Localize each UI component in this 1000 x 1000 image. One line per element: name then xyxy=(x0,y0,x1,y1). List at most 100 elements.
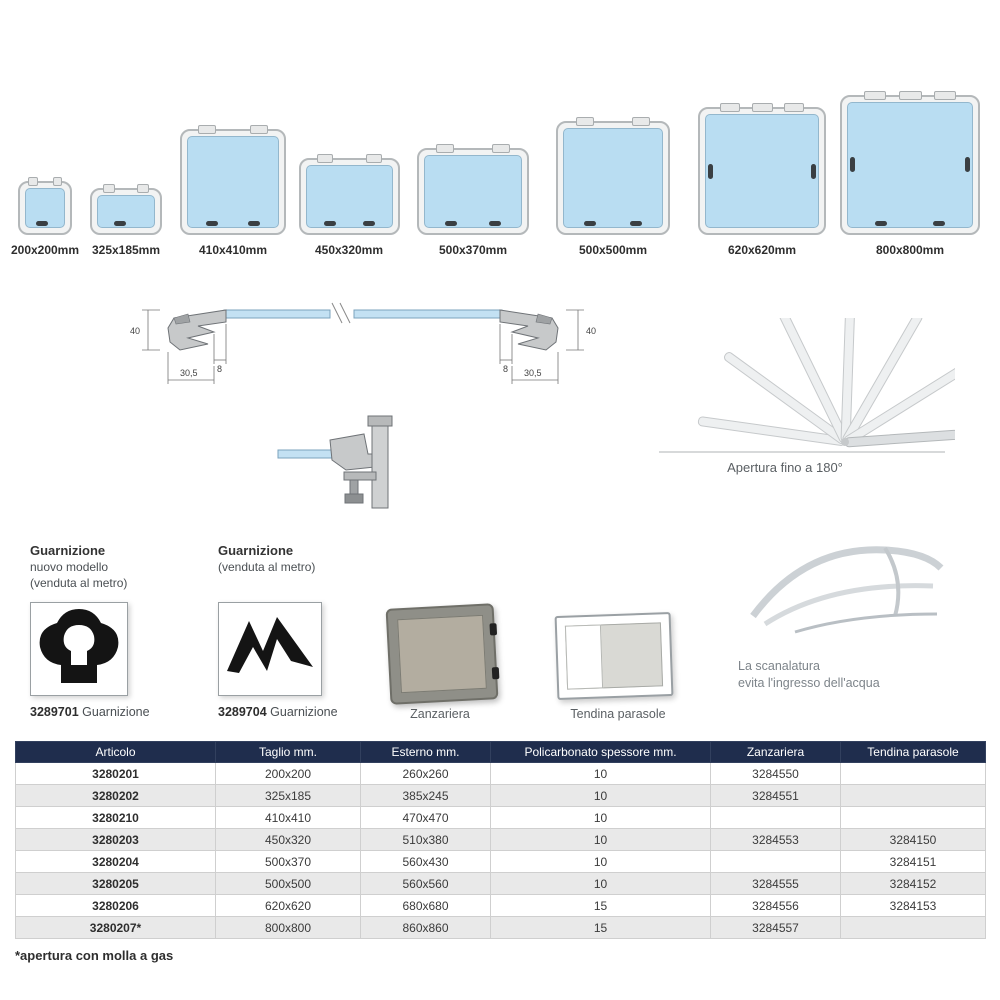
table-cell: 10 xyxy=(490,806,711,829)
column-header: Zanzariera xyxy=(710,741,841,763)
hatch-image-325x185 xyxy=(90,184,162,235)
table-cell: 10 xyxy=(490,850,711,873)
handle-icon xyxy=(36,221,48,226)
table-cell: 3284555 xyxy=(710,872,841,895)
groove-note-line1: La scanalatura xyxy=(738,659,821,673)
gasket-std-code: 3289704 xyxy=(218,705,267,719)
table-cell xyxy=(840,784,986,807)
table-cell: 800x800 xyxy=(215,916,361,939)
gasket-std-image xyxy=(218,602,322,696)
hatch-size-label: 410x410mm xyxy=(198,243,268,257)
handle-icon xyxy=(965,156,970,172)
table-cell: 3284151 xyxy=(840,850,986,873)
column-header: Articolo xyxy=(15,741,216,763)
table-cell xyxy=(710,850,841,873)
svg-text:40: 40 xyxy=(130,326,140,336)
hatch-glass xyxy=(424,155,522,228)
handle-icon xyxy=(850,156,855,172)
table-cell: 10 xyxy=(490,872,711,895)
svg-text:30,5: 30,5 xyxy=(524,368,542,378)
gasket-new-image xyxy=(30,602,128,696)
svg-text:8: 8 xyxy=(217,364,222,374)
opening-caption: Apertura fino a 180° xyxy=(727,460,843,475)
svg-text:30,5: 30,5 xyxy=(180,368,198,378)
gasket-new-title-block: Guarnizione nuovo modello (venduta al me… xyxy=(30,543,127,591)
hinge-detail-drawing xyxy=(277,415,393,509)
handle-icon xyxy=(206,221,219,226)
table-cell: 3280205 xyxy=(15,872,216,895)
gasket-profile-icon xyxy=(39,609,119,683)
hatch-glass xyxy=(306,165,393,228)
hinge-tab-icon xyxy=(933,91,957,100)
svg-text:8: 8 xyxy=(503,364,508,374)
hatch-glass xyxy=(563,128,663,228)
hatch-image-620x620 xyxy=(698,103,826,235)
hinge-tab-icon xyxy=(752,103,773,112)
table-cell: 3284556 xyxy=(710,894,841,917)
handle-icon xyxy=(629,221,642,226)
hinge-tab-icon xyxy=(52,177,62,186)
table-cell: 385x245 xyxy=(360,784,491,807)
table-cell: 3280206 xyxy=(15,894,216,917)
table-cell: 15 xyxy=(490,894,711,917)
table-cell: 3284553 xyxy=(710,828,841,851)
hatch-image-500x500 xyxy=(556,117,670,235)
column-header: Taglio mm. xyxy=(215,741,361,763)
hatch-size-label: 450x320mm xyxy=(314,243,384,257)
table-cell: 3280204 xyxy=(15,850,216,873)
net-clip-icon xyxy=(491,667,500,680)
gasket-std-code-line: 3289704 Guarnizione xyxy=(218,705,338,719)
hinge-tab-icon xyxy=(250,125,268,134)
handle-icon xyxy=(584,221,597,226)
column-header: Tendina parasole xyxy=(840,741,986,763)
table-cell: 560x430 xyxy=(360,850,491,873)
hinge-tab-icon xyxy=(316,154,334,163)
table-cell: 10 xyxy=(490,762,711,785)
hatch-image-450x320 xyxy=(299,154,400,235)
mosquito-net-image xyxy=(385,603,500,705)
hinge-tab-icon xyxy=(28,177,38,186)
hinge-tab-icon xyxy=(198,125,216,134)
hinge-tab-icon xyxy=(436,144,455,153)
handle-icon xyxy=(362,221,375,226)
gasket-std-code-suffix: Guarnizione xyxy=(270,705,338,719)
table-cell: 410x410 xyxy=(215,806,361,829)
table-cell: 260x260 xyxy=(360,762,491,785)
handle-icon xyxy=(247,221,260,226)
table-cell: 500x370 xyxy=(215,850,361,873)
hinge-tab-icon xyxy=(783,103,805,112)
hatch-size-label: 200x200mm xyxy=(10,243,80,257)
hinge-tab-icon xyxy=(719,103,741,112)
footnote: *apertura con molla a gas xyxy=(15,948,174,963)
hinge-tab-icon xyxy=(899,91,922,100)
groove-note: La scanalatura evita l'ingresso dell'acq… xyxy=(738,658,880,692)
cross-section-drawing: 40 40 8 8 30,5 30,5 xyxy=(130,302,596,384)
hatch-glass xyxy=(187,136,279,228)
gasket-std-title-block: Guarnizione (venduta al metro) xyxy=(218,543,315,575)
hatch-size-label: 500x370mm xyxy=(438,243,508,257)
groove-note-line2: evita l'ingresso dell'acqua xyxy=(738,676,880,690)
gasket-std-subtitle1: (venduta al metro) xyxy=(218,560,316,574)
gasket-new-code: 3289701 xyxy=(30,705,79,719)
gasket-std-title: Guarnizione xyxy=(218,543,294,558)
tendina-label: Tendina parasole xyxy=(570,707,666,721)
hatch-frame xyxy=(556,117,670,235)
handle-icon xyxy=(113,221,126,226)
hatch-size-label: 325x185mm xyxy=(91,243,161,257)
hatch-frame xyxy=(840,91,980,235)
svg-text:40: 40 xyxy=(586,326,596,336)
table-cell: 200x200 xyxy=(215,762,361,785)
table-cell xyxy=(840,916,986,939)
table-cell: 3284150 xyxy=(840,828,986,851)
hatch-glass xyxy=(97,195,155,228)
hatch-image-500x370 xyxy=(417,144,529,235)
